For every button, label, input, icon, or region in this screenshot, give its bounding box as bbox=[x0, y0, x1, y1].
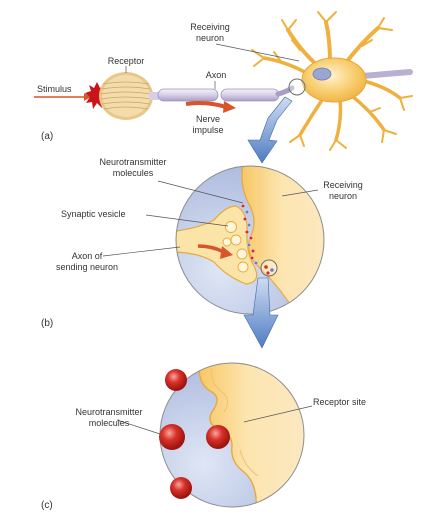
label-nerve-impulse: Nerve impulse bbox=[186, 114, 230, 136]
receptor-highlight-circle bbox=[260, 259, 278, 277]
leader-neurotransmitter-c bbox=[116, 419, 161, 435]
label-neurotransmitter-c: Neurotransmitter molecules bbox=[64, 407, 154, 429]
label-axon-sending: Axon of sending neuron bbox=[52, 251, 122, 273]
molecule bbox=[206, 425, 230, 449]
label-neurotransmitter-c-line1: Neurotransmitter bbox=[75, 407, 143, 417]
label-nerve-impulse-line2: impulse bbox=[192, 125, 224, 135]
leader-synaptic-vesicle bbox=[145, 214, 229, 227]
label-receptor: Receptor bbox=[107, 56, 145, 66]
label-neurotransmitter-b-line1: Neurotransmitter bbox=[99, 157, 167, 167]
label-synaptic-vesicle: Synaptic vesicle bbox=[61, 209, 126, 219]
neuron-output-axon bbox=[359, 69, 413, 79]
sensory-axon bbox=[157, 85, 295, 102]
leader-neurotransmitter-b bbox=[157, 180, 244, 204]
leader-receiving-neuron-b bbox=[281, 189, 319, 197]
label-receiving-neuron-b: Receiving neuron bbox=[318, 180, 368, 202]
leader-receiving-neuron-a bbox=[215, 43, 300, 62]
nerve-impulse-arrow bbox=[185, 101, 236, 113]
synapse-zoom-b bbox=[175, 165, 325, 315]
label-neurotransmitter-b: Neurotransmitter molecules bbox=[88, 157, 178, 179]
cleft-molecules bbox=[240, 203, 258, 266]
synaptic-vesicles bbox=[222, 221, 249, 273]
label-axon-sending-line2: sending neuron bbox=[55, 262, 119, 272]
receptor-zoom-c bbox=[159, 362, 305, 508]
label-neurotransmitter-b-line2: molecules bbox=[112, 168, 154, 178]
terminal-impulse-arrow bbox=[197, 244, 233, 259]
label-nerve-impulse-line1: Nerve bbox=[195, 114, 220, 124]
label-axon: Axon bbox=[205, 70, 227, 80]
label-receiving-neuron-b-line1: Receiving bbox=[323, 180, 363, 190]
zoom-arrow-b-to-c bbox=[243, 277, 279, 349]
panel-letter-c: (c) bbox=[41, 500, 53, 511]
receptor bbox=[99, 72, 159, 120]
label-receiving-neuron-a: Receiving neuron bbox=[186, 22, 234, 44]
label-receiving-neuron-a-line1: Receiving bbox=[190, 22, 230, 32]
molecule bbox=[165, 369, 187, 391]
molecule bbox=[170, 477, 192, 499]
neuron-nucleus bbox=[312, 67, 332, 81]
label-receptor-site: Receptor site bbox=[313, 397, 367, 407]
panel-letter-a: (a) bbox=[41, 131, 54, 142]
stimulus-arrow bbox=[34, 93, 91, 101]
neurotransmitter-molecules-c bbox=[159, 369, 230, 499]
label-receiving-neuron-b-line2: neuron bbox=[328, 191, 358, 201]
label-receiving-neuron-a-line2: neuron bbox=[195, 33, 225, 43]
leader-receptor-site bbox=[243, 405, 313, 423]
molecule bbox=[159, 424, 185, 450]
zoom-arrow-a-to-b bbox=[247, 96, 293, 164]
label-axon-sending-line1: Axon of bbox=[71, 251, 103, 261]
neuron-soma bbox=[301, 57, 367, 103]
label-neurotransmitter-c-line2: molecules bbox=[88, 418, 130, 428]
synapse-highlight-circle bbox=[288, 78, 306, 96]
panel-letter-b: (b) bbox=[41, 318, 54, 329]
label-stimulus: Stimulus bbox=[37, 84, 72, 94]
leader-axon-sending bbox=[102, 246, 181, 257]
